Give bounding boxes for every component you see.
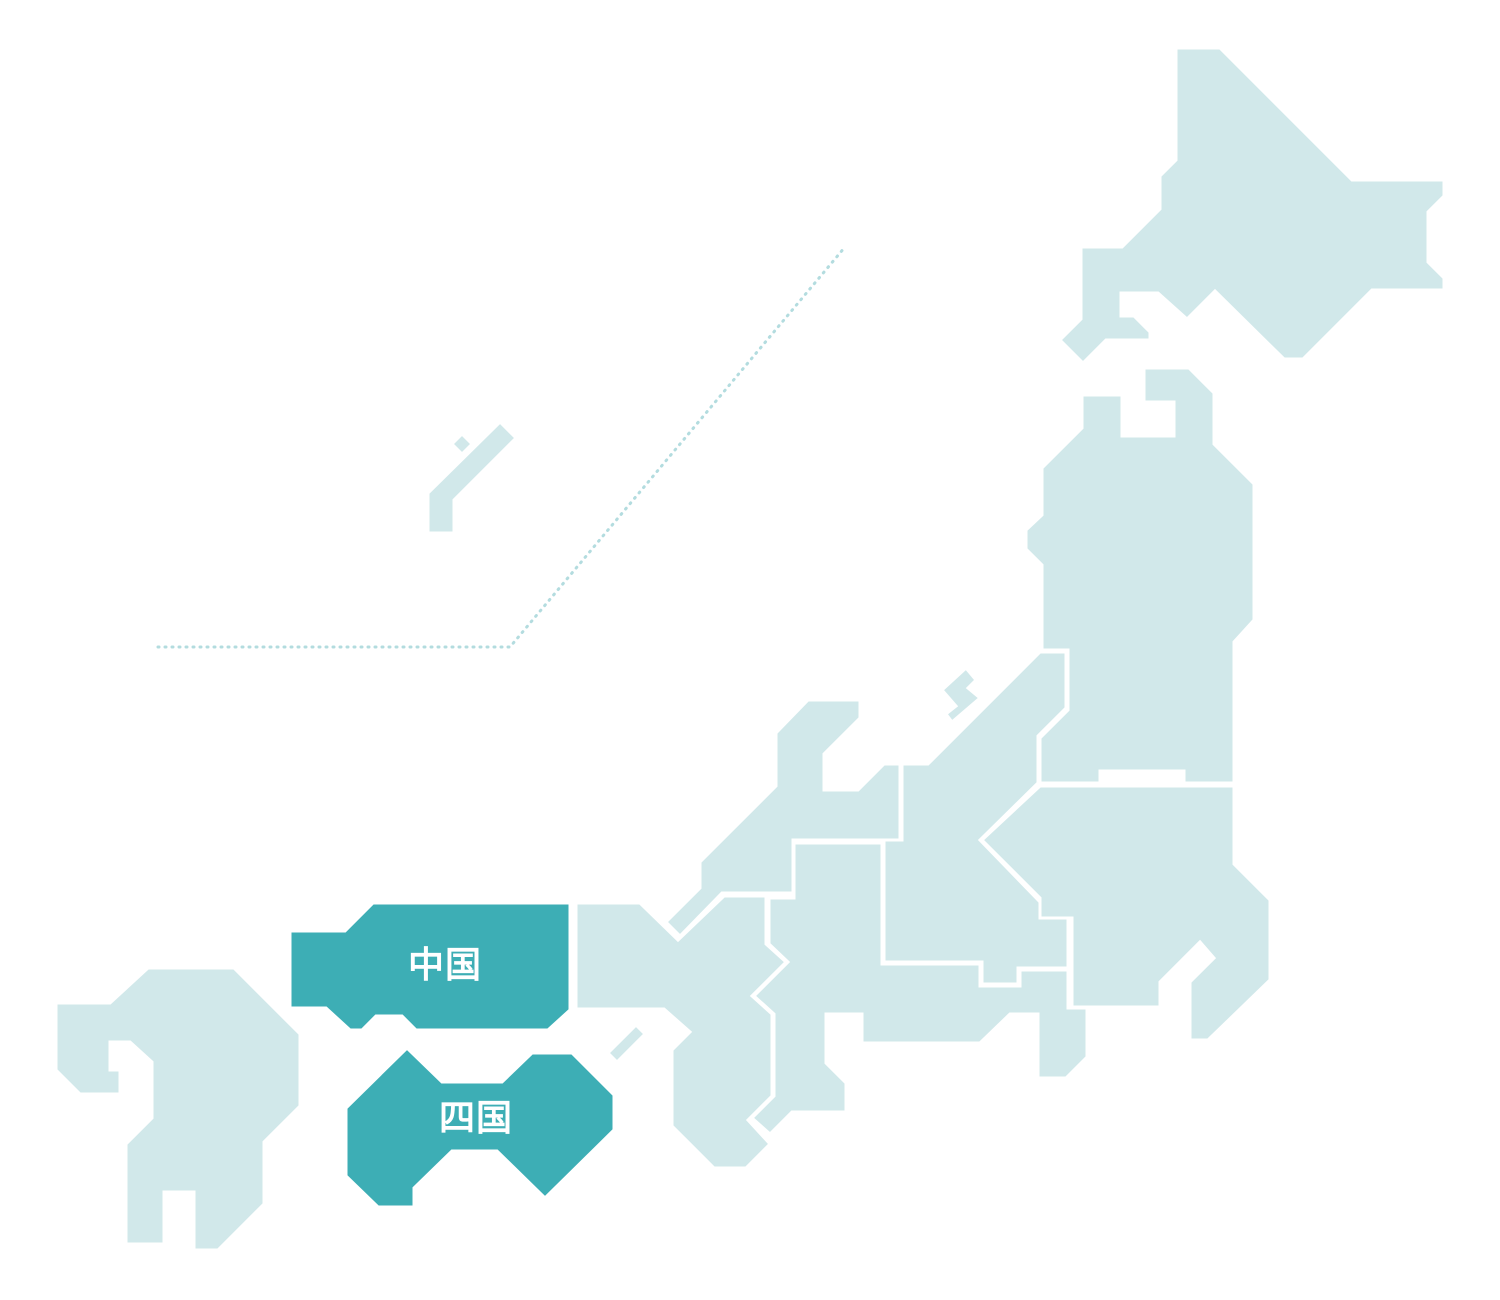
- region-chubu-2[interactable]: [882, 650, 1070, 986]
- region-hokkaido[interactable]: [1057, 46, 1446, 366]
- region-chugoku[interactable]: [288, 901, 572, 1032]
- region-kinki[interactable]: [574, 894, 789, 1170]
- region-label-shikoku: 四国: [439, 1098, 513, 1139]
- region-tohoku[interactable]: [1024, 366, 1256, 785]
- region-sado-island[interactable]: [939, 665, 983, 725]
- region-chubu[interactable]: [663, 698, 902, 939]
- okinawa-inset-leader-line: [156, 245, 847, 649]
- region-okinawa[interactable]: [426, 419, 519, 535]
- region-kyushu[interactable]: [54, 966, 302, 1252]
- region-okinawa-islet[interactable]: [449, 431, 475, 457]
- region-label-chugoku: 中国: [408, 945, 482, 986]
- region-awaji-island[interactable]: [605, 1022, 648, 1065]
- region-shikoku[interactable]: [344, 1045, 616, 1209]
